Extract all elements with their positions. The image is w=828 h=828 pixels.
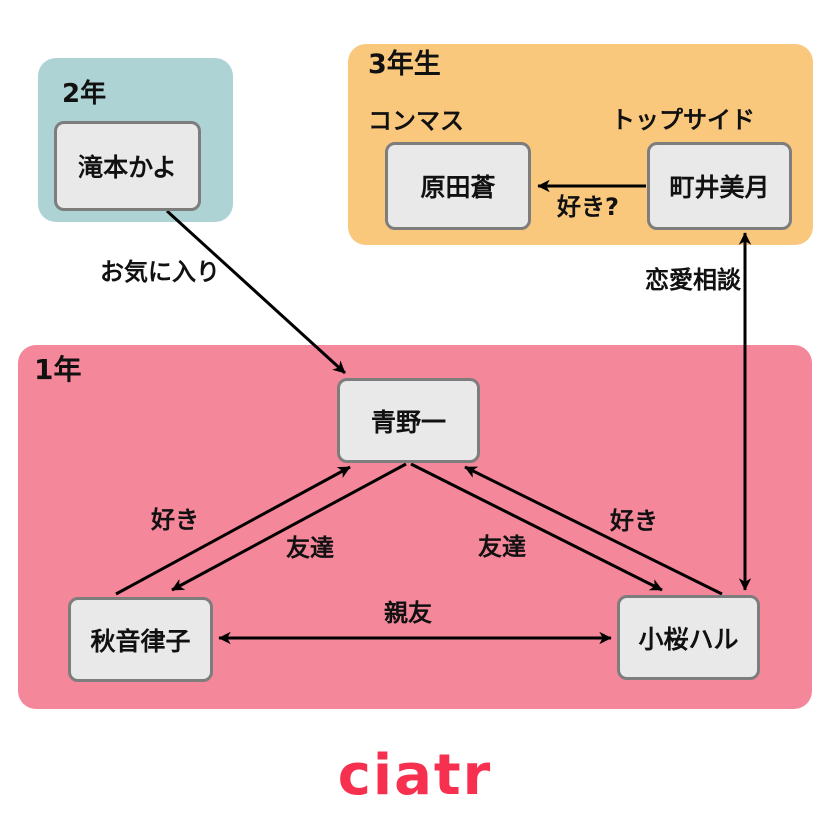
arrow-aono-to-kozakura-tomodachi (410, 462, 663, 592)
role-label-top-side: トップサイド (611, 106, 755, 134)
arrow-kozakura-to-aono-suki (464, 465, 723, 596)
arrow-aono-to-akine-tomodachi (171, 462, 407, 592)
edge-label-tomodachi-right: 友達 (478, 533, 526, 561)
role-label-concertmaster: コンマス (368, 107, 464, 135)
character-box-akine: 秋音律子 (68, 597, 213, 682)
ciatr-logo: ciatr (337, 743, 493, 808)
group-label-second-year: 2年 (62, 79, 107, 109)
character-box-kozakura: 小桜ハル (617, 595, 760, 680)
character-box-aono: 青野一 (337, 378, 480, 463)
group-label-third-year: 3年生 (368, 49, 441, 80)
edge-label-suki-left: 好き (151, 506, 199, 534)
character-name-machii: 町井美月 (669, 173, 770, 202)
edge-label-love-consult: 恋愛相談 (645, 266, 741, 294)
edge-label-tomodachi-left: 友達 (286, 534, 334, 562)
character-name-aono: 青野一 (370, 407, 446, 437)
edge-label-favorite: お気に入り (100, 258, 220, 286)
edge-label-suki-question: 好き? (557, 193, 619, 221)
character-name-takimoto: 滝本かよ (78, 153, 177, 182)
arrow-akine-to-aono-suki (115, 465, 351, 596)
character-box-harada: 原田蒼 (385, 142, 531, 230)
character-box-takimoto: 滝本かよ (54, 121, 201, 211)
edge-label-suki-right: 好き (610, 507, 658, 535)
group-label-first-year: 1年 (34, 353, 82, 386)
character-name-akine: 秋音律子 (90, 626, 191, 656)
character-name-kozakura: 小桜ハル (638, 624, 739, 654)
arrow-takimoto-to-aono (165, 209, 347, 375)
edge-label-shinyu: 親友 (384, 599, 432, 627)
character-box-machii: 町井美月 (647, 142, 792, 230)
character-name-harada: 原田蒼 (420, 173, 496, 202)
